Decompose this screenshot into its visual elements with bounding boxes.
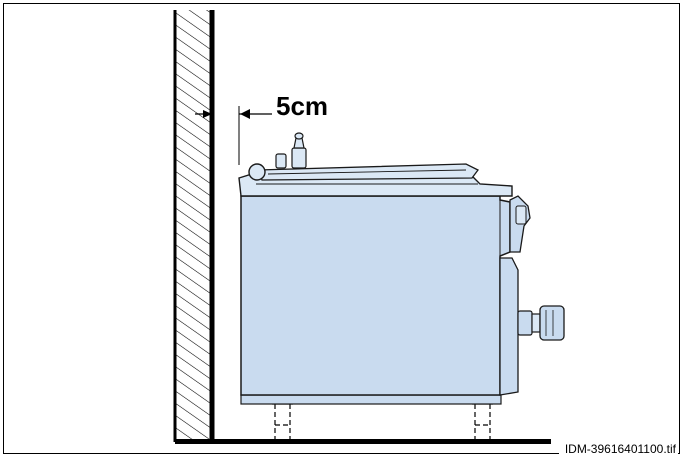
lid-fittings (275, 132, 307, 169)
appliance-feet (274, 404, 491, 440)
wall (173, 10, 215, 442)
control-knob (517, 305, 565, 341)
clearance-label: 5cm (276, 91, 329, 121)
lid-latch (509, 195, 531, 253)
clearance-dimension (195, 106, 272, 165)
file-id-label: IDM-39616401100.tif (558, 442, 678, 456)
appliance (238, 132, 565, 405)
floor-line (175, 439, 551, 444)
